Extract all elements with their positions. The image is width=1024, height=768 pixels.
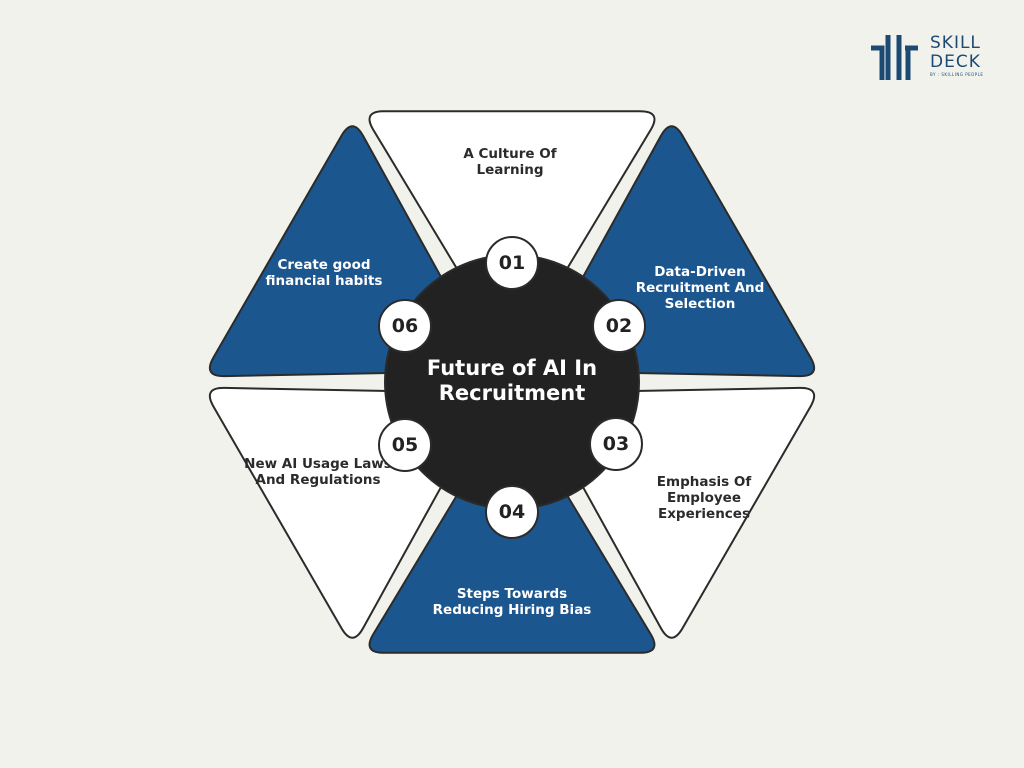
brand-name-line2: DECK	[930, 52, 981, 72]
segment-label-02: Data-Driven Recruitment And Selection	[635, 264, 765, 312]
number-badge-01: 01	[485, 236, 539, 290]
brand-name: SKILL DECK	[930, 34, 981, 72]
center-title: Future of AI In Recruitment	[426, 356, 598, 405]
number-badge-06: 06	[378, 299, 432, 353]
number-badge-04: 04	[485, 485, 539, 539]
segment-label-05: New AI Usage Laws And Regulations	[244, 456, 392, 488]
number-badge-02: 02	[592, 299, 646, 353]
brand-tagline: BY : SKILLING PEOPLE	[930, 72, 984, 77]
segment-label-04: Steps Towards Reducing Hiring Bias	[432, 586, 592, 618]
skilldeck-logo-icon	[871, 35, 918, 80]
number-badge-03: 03	[589, 417, 643, 471]
segment-label-06: Create good financial habits	[265, 257, 383, 289]
segment-label-01: A Culture Of Learning	[463, 146, 557, 178]
segment-label-03: Emphasis Of Employee Experiences	[656, 474, 752, 522]
brand-logo: SKILL DECK BY : SKILLING PEOPLE	[868, 30, 998, 82]
brand-name-line1: SKILL	[930, 33, 981, 53]
number-badge-05: 05	[378, 418, 432, 472]
